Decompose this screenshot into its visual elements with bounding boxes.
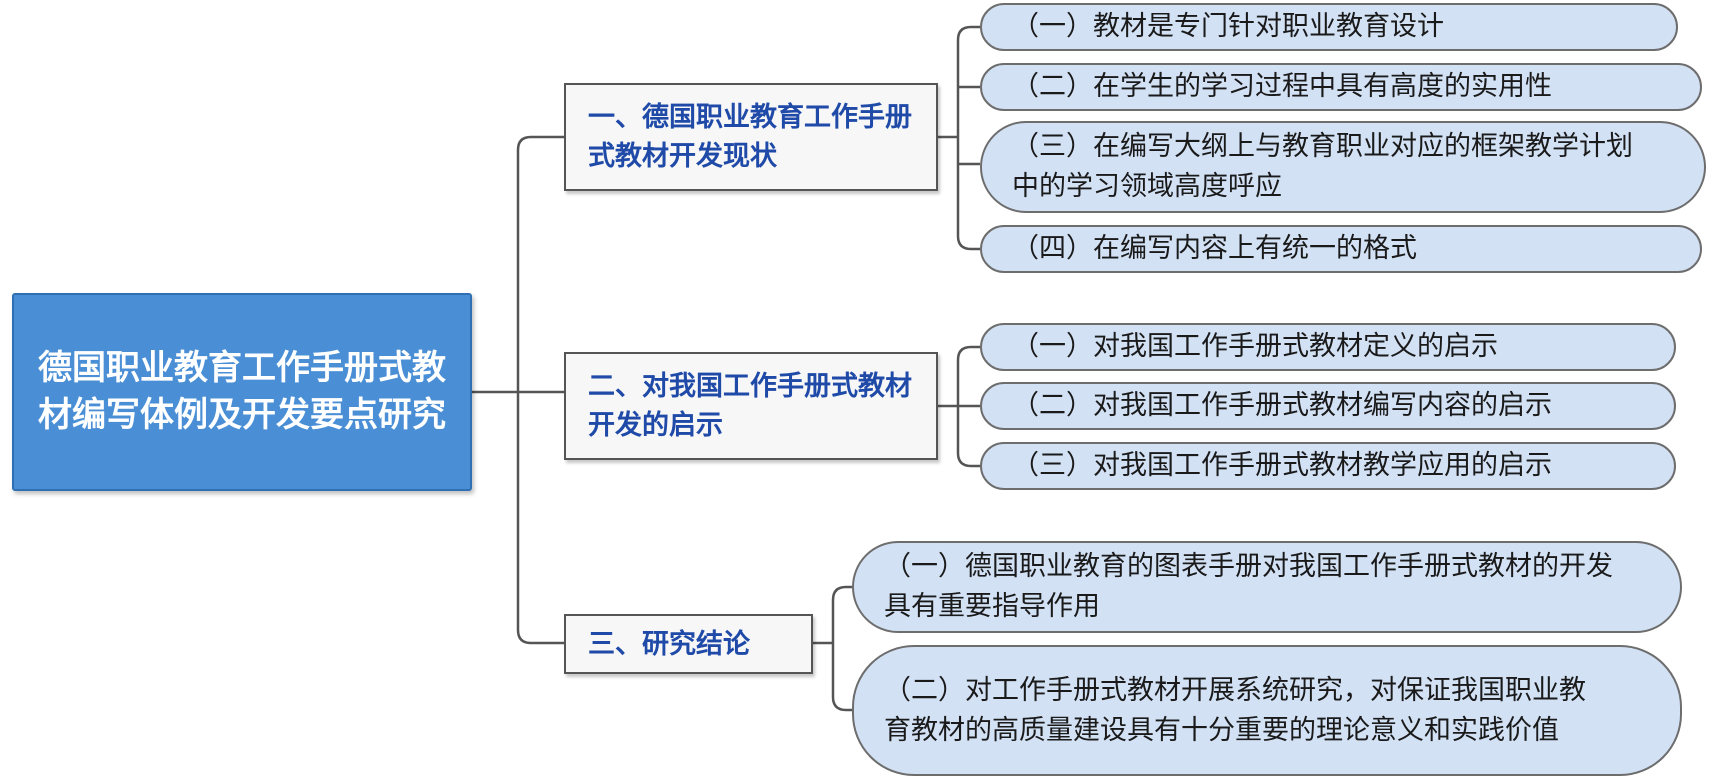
branch-3-leaf-2[interactable]: （二）对工作手册式教材开展系统研究，对保证我国职业教育教材的高质量建设具有十分重… [852,645,1682,776]
branch-1-leaf-2[interactable]: （二）在学生的学习过程中具有高度的实用性 [980,63,1702,111]
leaf-label: （二）在学生的学习过程中具有高度的实用性 [1012,71,1552,102]
branch-2-leaf-3[interactable]: （三）对我国工作手册式教材教学应用的启示 [980,442,1676,490]
branch-1-leaf-4[interactable]: （四）在编写内容上有统一的格式 [980,225,1702,273]
leaf-label: （一）德国职业教育的图表手册对我国工作手册式教材的开发具有重要指导作用 [884,551,1613,622]
leaf-label: （一）教材是专门针对职业教育设计 [1012,11,1444,42]
root-topic[interactable]: 德国职业教育工作手册式教材编写体例及开发要点研究 [12,293,472,491]
branch-2-label: 二、对我国工作手册式教材开发的启示 [588,371,912,441]
branch-3-label: 三、研究结论 [588,628,750,660]
branch-2[interactable]: 二、对我国工作手册式教材开发的启示 [564,352,938,460]
branch-2-leaf-2[interactable]: （二）对我国工作手册式教材编写内容的启示 [980,382,1676,430]
leaf-label: （二）对我国工作手册式教材编写内容的启示 [1012,390,1552,421]
leaf-label: （一）对我国工作手册式教材定义的启示 [1012,331,1498,362]
branch-1-leaf-1[interactable]: （一）教材是专门针对职业教育设计 [980,3,1678,51]
branch-1-label: 一、德国职业教育工作手册式教材开发现状 [588,102,912,172]
root-topic-label: 德国职业教育工作手册式教材编写体例及开发要点研究 [38,348,446,435]
branch-3[interactable]: 三、研究结论 [564,614,813,674]
branch-2-leaf-1[interactable]: （一）对我国工作手册式教材定义的启示 [980,323,1676,371]
leaf-label: （二）对工作手册式教材开展系统研究，对保证我国职业教育教材的高质量建设具有十分重… [884,674,1586,746]
leaf-label: （三）对我国工作手册式教材教学应用的启示 [1012,450,1552,481]
leaf-label: （三）在编写大纲上与教育职业对应的框架教学计划中的学习领域高度呼应 [1012,131,1633,202]
branch-1[interactable]: 一、德国职业教育工作手册式教材开发现状 [564,83,938,191]
branch-3-leaf-1[interactable]: （一）德国职业教育的图表手册对我国工作手册式教材的开发具有重要指导作用 [852,541,1682,633]
branch-1-leaf-3[interactable]: （三）在编写大纲上与教育职业对应的框架教学计划中的学习领域高度呼应 [980,121,1706,213]
leaf-label: （四）在编写内容上有统一的格式 [1012,233,1417,264]
